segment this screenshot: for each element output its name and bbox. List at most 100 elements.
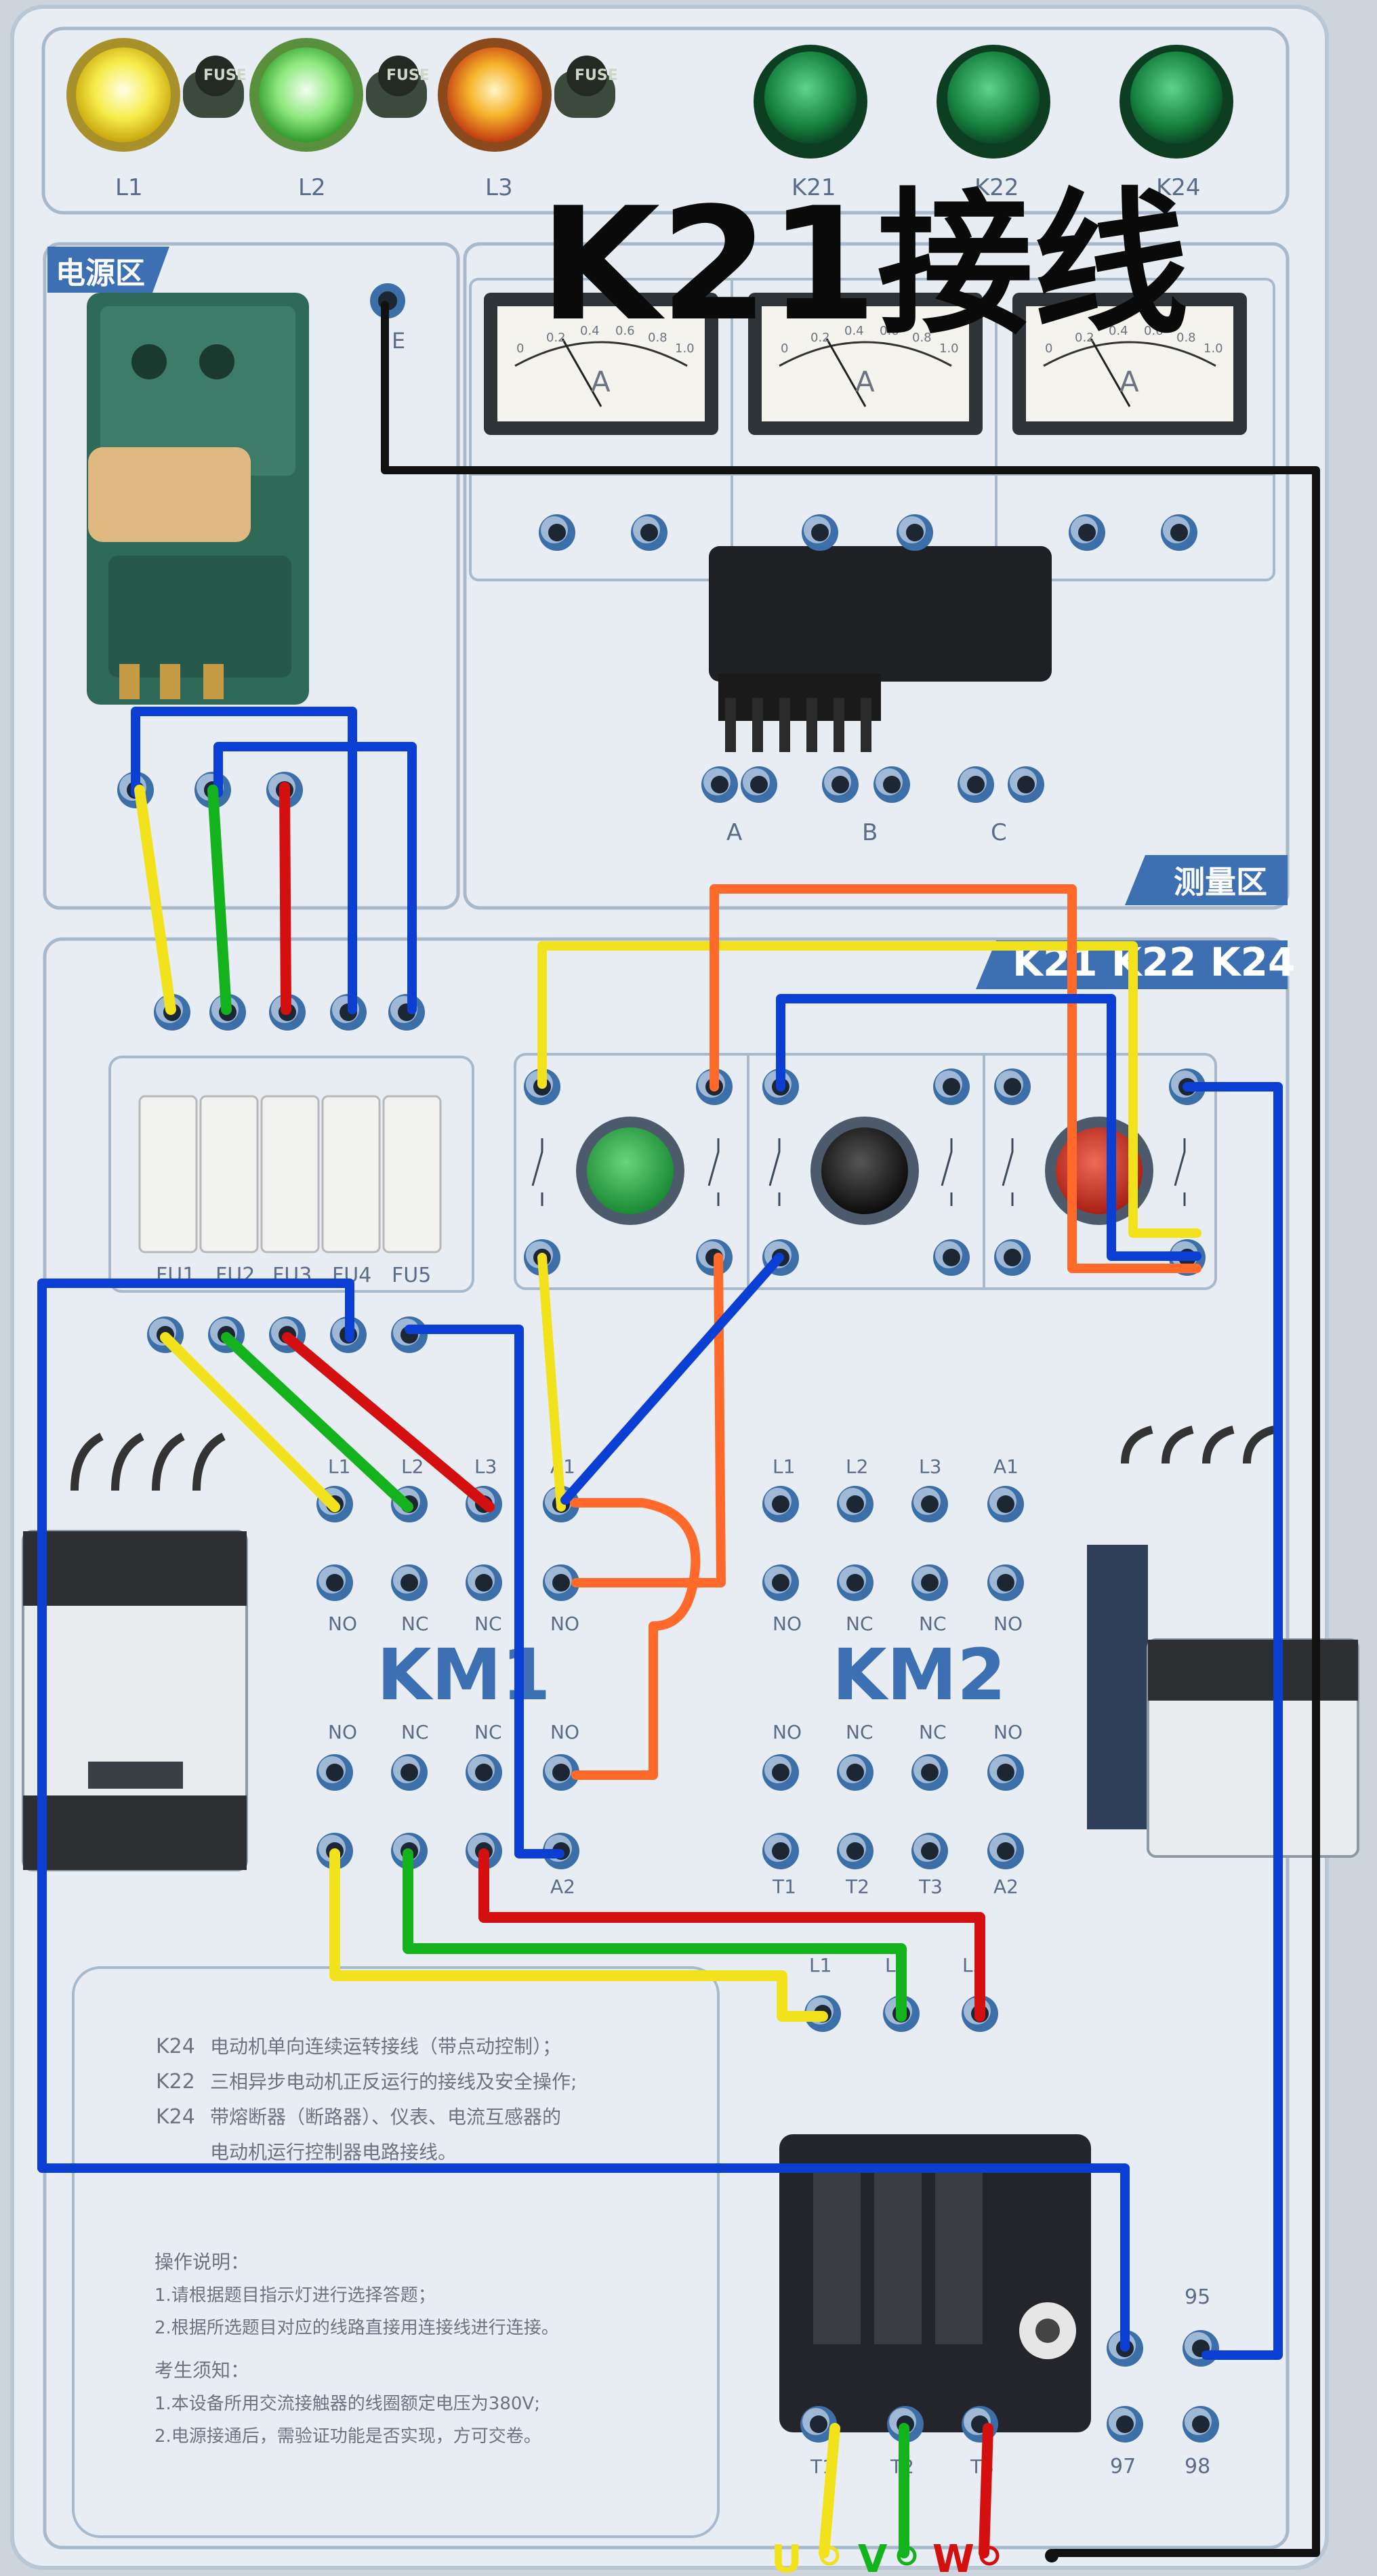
terminal-post[interactable]	[391, 1316, 428, 1353]
terminal-post[interactable]	[1107, 2406, 1143, 2443]
km2-r2-3: NO	[993, 1613, 1023, 1635]
terminal-post[interactable]	[539, 514, 575, 551]
terminal-post[interactable]	[631, 514, 667, 551]
terminal-post[interactable]	[1069, 514, 1105, 551]
terminal-post[interactable]	[837, 1754, 874, 1791]
terminal-socket	[1004, 1249, 1021, 1266]
ct-phase-b: B	[862, 819, 878, 846]
terminal-socket	[400, 1764, 418, 1781]
terminal-post[interactable]	[1161, 514, 1197, 551]
terminal-post[interactable]	[1008, 766, 1044, 803]
terminal-post[interactable]	[837, 1833, 874, 1869]
fuse-label-5: FU5	[392, 1264, 431, 1287]
measure-zone-label: 测量区	[1174, 864, 1267, 900]
note-line-4: 电动机运行控制器电路接线。	[210, 2141, 457, 2163]
terminal-post[interactable]	[741, 766, 777, 803]
terminal-post[interactable]	[987, 1564, 1024, 1601]
terminal-socket	[1078, 524, 1096, 541]
terminal-socket	[883, 776, 901, 793]
km2-r4-a2: A2	[993, 1875, 1019, 1898]
terminal-post[interactable]	[837, 1564, 874, 1601]
terminal-post[interactable]	[933, 1239, 970, 1276]
terminal-socket	[326, 1764, 344, 1781]
terminal-post[interactable]	[466, 1754, 502, 1791]
indicator-k24	[1119, 45, 1233, 159]
terminal-socket	[811, 524, 829, 541]
terminal-socket	[846, 1495, 864, 1513]
terminal-post[interactable]	[911, 1754, 948, 1791]
terminal-post[interactable]	[701, 766, 738, 803]
svg-text:FUSE: FUSE	[203, 67, 247, 84]
km2-r3-2: NC	[919, 1721, 947, 1743]
terminal-post[interactable]	[543, 1564, 579, 1601]
terminal-post[interactable]	[800, 2406, 837, 2443]
terminal-post[interactable]	[897, 514, 933, 551]
wire-blue-stop-95	[1183, 1082, 1283, 2360]
terminal-post[interactable]	[388, 994, 425, 1031]
km2-r1-l3: L3	[919, 1455, 941, 1478]
terminal-post[interactable]	[316, 1754, 353, 1791]
output-w-dot	[979, 2546, 1000, 2566]
terminal-post[interactable]	[762, 1754, 799, 1791]
terminal-post[interactable]	[1183, 2330, 1219, 2367]
note-op-2: 2.根据所选题目对应的线路直接用连接线进行连接。	[155, 2318, 559, 2338]
terminal-post[interactable]	[762, 1833, 799, 1869]
terminal-post[interactable]	[994, 1068, 1031, 1105]
note-op-title: 操作说明：	[155, 2251, 249, 2273]
wire-yellow-km1-relay	[329, 1848, 828, 2022]
switch-symbols	[531, 1138, 1186, 1206]
output-n-dot	[1045, 2549, 1059, 2562]
km1-r2-0: NO	[328, 1613, 357, 1635]
contactor-km1-device	[22, 1432, 248, 1871]
terminal-post[interactable]	[911, 1564, 948, 1601]
ammeter-1	[484, 293, 718, 435]
terminal-post[interactable]	[958, 766, 994, 803]
terminal-post[interactable]	[391, 1754, 428, 1791]
terminal-socket	[640, 524, 658, 541]
terminal-socket	[997, 1764, 1014, 1781]
km2-r4-t2: T2	[845, 1875, 869, 1898]
wire-yellow-control	[537, 941, 1201, 1238]
terminal-socket	[921, 1574, 939, 1592]
note-exam-1: 1.本设备所用交流接触器的线圈额定电压为380V;	[155, 2394, 540, 2414]
terminal-post[interactable]	[987, 1486, 1024, 1522]
output-w: W	[932, 2537, 974, 2576]
terminal-post[interactable]	[874, 766, 910, 803]
km2-r1-l2: L2	[846, 1455, 868, 1478]
terminal-post[interactable]	[911, 1486, 948, 1522]
terminal-post[interactable]	[391, 1564, 428, 1601]
km1-r3-2: NC	[474, 1721, 502, 1743]
notes-box	[72, 1966, 720, 2538]
earth-label: E	[392, 328, 405, 354]
ammeter-1-scale-4: 0.8	[648, 331, 667, 345]
output-u-dot	[819, 2546, 840, 2566]
terminal-post[interactable]	[543, 1754, 579, 1791]
terminal-socket	[997, 1495, 1014, 1513]
terminal-post[interactable]	[1183, 2406, 1219, 2443]
terminal-post[interactable]	[987, 1754, 1024, 1791]
reverse-button[interactable]	[810, 1117, 919, 1225]
terminal-post[interactable]	[933, 1068, 970, 1105]
start-button[interactable]	[576, 1117, 684, 1225]
terminal-post[interactable]	[316, 1564, 353, 1601]
note-line-2: 三相异步电动机正反运行的接线及安全操作;	[210, 2071, 577, 2093]
terminal-post[interactable]	[762, 1486, 799, 1522]
knife-switch[interactable]	[87, 293, 309, 705]
terminal-socket	[475, 1574, 493, 1592]
terminal-post[interactable]	[837, 1486, 874, 1522]
terminal-post[interactable]	[762, 1564, 799, 1601]
terminal-post[interactable]	[802, 514, 838, 551]
terminal-post[interactable]	[994, 1239, 1031, 1276]
wiring	[37, 301, 1320, 2558]
ammeter-2-scale-0: 0	[781, 341, 788, 356]
wire-yellow-out-u	[819, 2423, 840, 2558]
terminal-post[interactable]	[330, 994, 367, 1031]
terminal-post[interactable]	[987, 1833, 1024, 1869]
terminal-post[interactable]	[822, 766, 859, 803]
terminal-socket	[943, 1078, 960, 1096]
terminal-socket	[552, 1764, 570, 1781]
measure-zone-tab	[1125, 855, 1288, 905]
terminal-post[interactable]	[911, 1833, 948, 1869]
terminal-post[interactable]	[466, 1564, 502, 1601]
note-k24-b: K24	[156, 2105, 195, 2129]
